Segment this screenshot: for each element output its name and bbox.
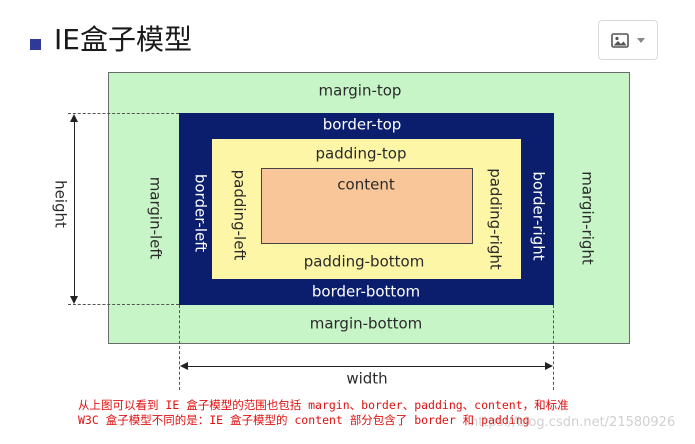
height-guide-top bbox=[68, 113, 179, 114]
padding-bottom-label: padding-bottom bbox=[303, 252, 425, 271]
height-guide-bottom bbox=[68, 304, 179, 305]
caption-line-2: W3C 盒子模型不同的是：IE 盒子模型的 content 部分包含了 bord… bbox=[78, 413, 530, 427]
image-icon bbox=[611, 32, 629, 48]
width-guide-left bbox=[179, 305, 180, 390]
title-bullet bbox=[30, 39, 41, 50]
watermark: https://blog.csdn.net/21580926 bbox=[470, 415, 676, 430]
border-bottom-label: border-bottom bbox=[311, 282, 421, 301]
margin-top-label: margin-top bbox=[318, 81, 402, 100]
width-dimension-line bbox=[184, 366, 548, 367]
border-right-label: border-right bbox=[529, 171, 548, 261]
margin-right-label: margin-right bbox=[578, 171, 597, 265]
border-left-label: border-left bbox=[191, 173, 210, 253]
height-label: height bbox=[51, 180, 70, 228]
margin-left-label: margin-left bbox=[146, 176, 165, 260]
height-dimension-line bbox=[74, 118, 75, 299]
width-arrow-right bbox=[545, 362, 553, 370]
width-label: width bbox=[346, 369, 388, 388]
caption-line-1: 从上图可以看到 IE 盒子模型的范围也包括 margin、border、padd… bbox=[78, 398, 569, 412]
caption: 从上图可以看到 IE 盒子模型的范围也包括 margin、border、padd… bbox=[78, 398, 668, 428]
padding-left-label: padding-left bbox=[230, 169, 249, 261]
caret-down-icon bbox=[637, 37, 645, 43]
width-arrow-left bbox=[180, 362, 188, 370]
height-arrow-down bbox=[70, 296, 78, 304]
margin-bottom-label: margin-bottom bbox=[309, 314, 423, 333]
page-title: IE盒子模型 bbox=[54, 23, 192, 56]
width-guide-right bbox=[553, 305, 554, 390]
content-label: content bbox=[337, 175, 395, 194]
content-area bbox=[261, 168, 473, 244]
border-top-label: border-top bbox=[322, 115, 402, 134]
height-arrow-up bbox=[70, 114, 78, 122]
padding-right-label: padding-right bbox=[486, 168, 505, 270]
image-menu-button[interactable] bbox=[598, 20, 658, 60]
padding-top-label: padding-top bbox=[315, 144, 407, 163]
